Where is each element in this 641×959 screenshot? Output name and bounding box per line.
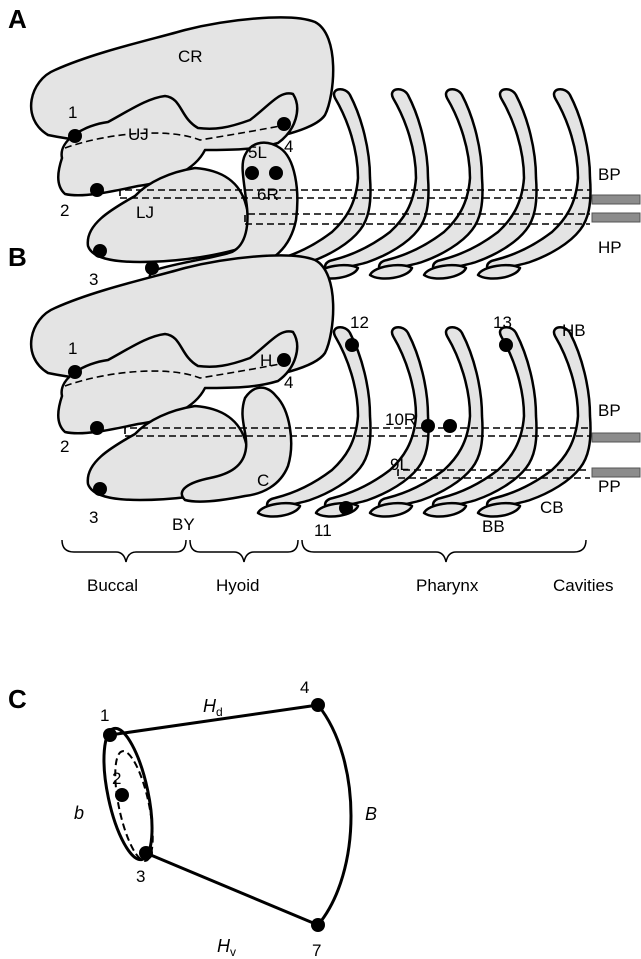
panel-b-label-bb: BB [482, 517, 505, 536]
panel-a-point-4-label: 4 [284, 137, 293, 156]
panel-b-label-hb: HB [562, 321, 586, 340]
panel-b-point-11 [339, 501, 353, 515]
panel-b-point-4 [277, 353, 291, 367]
panel-c-letter: C [8, 684, 27, 714]
brace-pharynx [302, 540, 586, 562]
panel-a-label-bp: BP [598, 165, 621, 184]
panel-b-anatomy [31, 255, 640, 516]
panel-a-letter: A [8, 4, 27, 34]
panel-c-label-b-lower: b [74, 803, 84, 823]
panel-b-point-11-label: 11 [314, 521, 332, 540]
panel-a-point-4 [277, 117, 291, 131]
panel-b-region-braces: Buccal Hyoid Pharynx Cavities [62, 540, 613, 595]
panel-a-point-6r-label: 6R [257, 185, 279, 204]
panel-b-letter: B [8, 242, 27, 272]
panel-a-point-2 [90, 183, 104, 197]
panel-b-point-1 [68, 365, 82, 379]
panel-c-edge-hv [146, 853, 318, 925]
panel-b-point-9l-label: 9L [390, 455, 409, 474]
region-label-pharynx: Pharynx [416, 576, 479, 595]
panel-a-point-5l-label: 5L [248, 143, 267, 162]
panel-c-point-7-label: 7 [312, 941, 321, 959]
panel-c-point-4-label: 4 [300, 678, 309, 697]
panel-a-point-1 [68, 129, 82, 143]
panel-b-point-10r-a [421, 419, 435, 433]
brace-hyoid [190, 540, 298, 562]
panel-b-point-3 [93, 482, 107, 496]
panel-c-point-3 [139, 846, 153, 860]
panel-c-point-1 [103, 728, 117, 742]
panel-b-point-12-label: 12 [350, 313, 369, 332]
panel-a-hp-bar [592, 213, 640, 222]
region-label-buccal: Buccal [87, 576, 138, 595]
panel-a-point-3 [93, 244, 107, 258]
panel-a-label-cr: CR [178, 47, 203, 66]
panel-c-edge-b [318, 705, 351, 925]
brace-buccal [62, 540, 186, 562]
panel-b-point-3-label: 3 [89, 508, 98, 527]
panel-c-point-1-label: 1 [100, 706, 109, 725]
panel-a-bp-bar [592, 195, 640, 204]
panel-c-point-4 [311, 698, 325, 712]
panel-c-buccal-ellipse-inner [108, 748, 161, 864]
panel-b-point-2-label: 2 [60, 437, 69, 456]
panel-b-point-13-label: 13 [493, 313, 512, 332]
panel-a-point-6r [269, 166, 283, 180]
panel-b-point-10r-label: 10R [385, 410, 416, 429]
panel-a-label-uj: UJ [128, 125, 149, 144]
panel-c-label-b-upper: B [365, 804, 377, 824]
panel-b-label-h: H [260, 351, 272, 370]
panel-b-pp-bar [592, 468, 640, 477]
panel-a-point-7 [145, 261, 159, 275]
region-label-cavities: Cavities [553, 576, 613, 595]
panel-a-label-hp: HP [598, 238, 622, 257]
panel-c-point-2 [115, 788, 129, 802]
panel-a-point-3-label: 3 [89, 270, 98, 289]
panel-b-point-1-label: 1 [68, 339, 77, 358]
region-label-hyoid: Hyoid [216, 576, 259, 595]
panel-b-point-13 [499, 338, 513, 352]
panel-c-point-2-label: 2 [112, 769, 121, 788]
panel-b-label-c: C [257, 471, 269, 490]
panel-a-point-5l [245, 166, 259, 180]
panel-b-bp-bar [592, 433, 640, 442]
panel-b-label-by: BY [172, 515, 195, 534]
panel-b-point-10r-b [443, 419, 457, 433]
panel-b-label-cb: CB [540, 498, 564, 517]
panel-a-label-lj: LJ [136, 203, 154, 222]
panel-b-label-bp: BP [598, 401, 621, 420]
panel-c-label-hv: Hv [217, 936, 236, 959]
panel-a-point-1-label: 1 [68, 103, 77, 122]
panel-b-label-pp: PP [598, 477, 621, 496]
panel-c-point-7 [311, 918, 325, 932]
panel-a-anatomy [31, 17, 640, 282]
panel-c-label-hd: Hd [203, 696, 223, 719]
panel-b-point-12 [345, 338, 359, 352]
panel-b-point-4-label: 4 [284, 373, 293, 392]
panel-c-point-3-label: 3 [136, 867, 145, 886]
panel-b-point-2 [90, 421, 104, 435]
panel-c-diagram: 1 2 3 4 7 Hd Hv b B [74, 678, 377, 959]
panel-a-point-2-label: 2 [60, 201, 69, 220]
